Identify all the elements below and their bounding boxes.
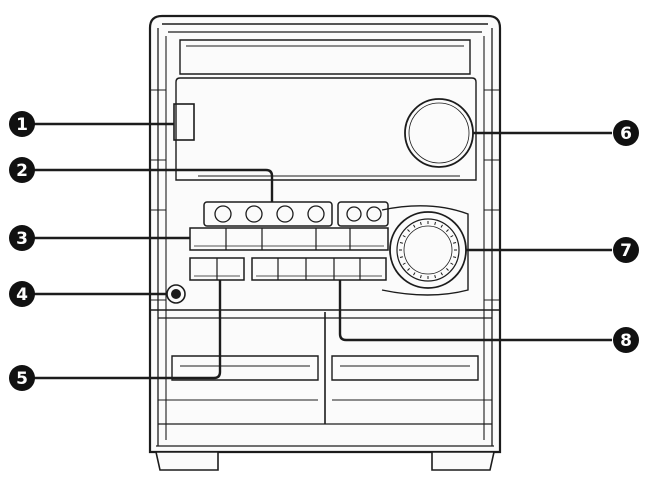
dial-tick <box>407 268 410 271</box>
callout-3-label: 3 <box>16 229 28 249</box>
dial-tick <box>446 229 449 232</box>
callout-1: 1 <box>9 111 35 137</box>
leader-line-8 <box>338 280 612 342</box>
leader-lines <box>34 122 612 380</box>
unit-feet <box>155 451 495 471</box>
callout-badges: 1 2 3 4 5 6 7 8 <box>9 111 639 391</box>
dial-tick <box>420 221 422 226</box>
dial-tick <box>434 274 436 279</box>
cd-lid <box>179 39 471 75</box>
callout-4: 4 <box>9 281 35 307</box>
dial-tick <box>446 268 449 271</box>
callout-4-label: 4 <box>16 285 28 305</box>
dial-tick <box>407 229 410 232</box>
callout-7: 7 <box>613 237 639 263</box>
leader-line-5 <box>34 280 222 380</box>
callout-7-label: 7 <box>620 241 632 261</box>
round-button-row <box>203 201 389 227</box>
cassette-decks <box>150 309 500 425</box>
open-close-button <box>173 103 195 141</box>
dial-tick <box>450 262 454 265</box>
callout-5-label: 5 <box>16 369 28 389</box>
dial-tick <box>402 235 406 238</box>
dial-tick <box>452 256 457 258</box>
callout-8: 8 <box>613 327 639 353</box>
callout-8-label: 8 <box>620 331 632 351</box>
dial-tick <box>420 274 422 279</box>
leader-line-2 <box>34 168 274 202</box>
dial-tick <box>413 272 416 276</box>
dial-tick <box>450 235 454 238</box>
dial-tick <box>413 224 416 228</box>
left-button-block <box>189 257 245 281</box>
callout-2-label: 2 <box>16 161 28 181</box>
dial-tick <box>434 221 436 226</box>
dial-tick <box>399 242 404 244</box>
callout-3: 3 <box>9 225 35 251</box>
right-button-block <box>251 257 387 281</box>
dial-tick <box>402 262 406 265</box>
display-window <box>175 77 477 181</box>
callout-1-label: 1 <box>16 115 28 135</box>
dial-tick <box>452 242 457 244</box>
dial-tick <box>399 256 404 258</box>
dial-tick <box>440 224 443 228</box>
dial-ticks <box>399 221 457 279</box>
callout-2: 2 <box>9 157 35 183</box>
callout-5: 5 <box>9 365 35 391</box>
dial-tick <box>440 272 443 276</box>
callout-6-label: 6 <box>620 124 632 144</box>
callout-6: 6 <box>613 120 639 146</box>
